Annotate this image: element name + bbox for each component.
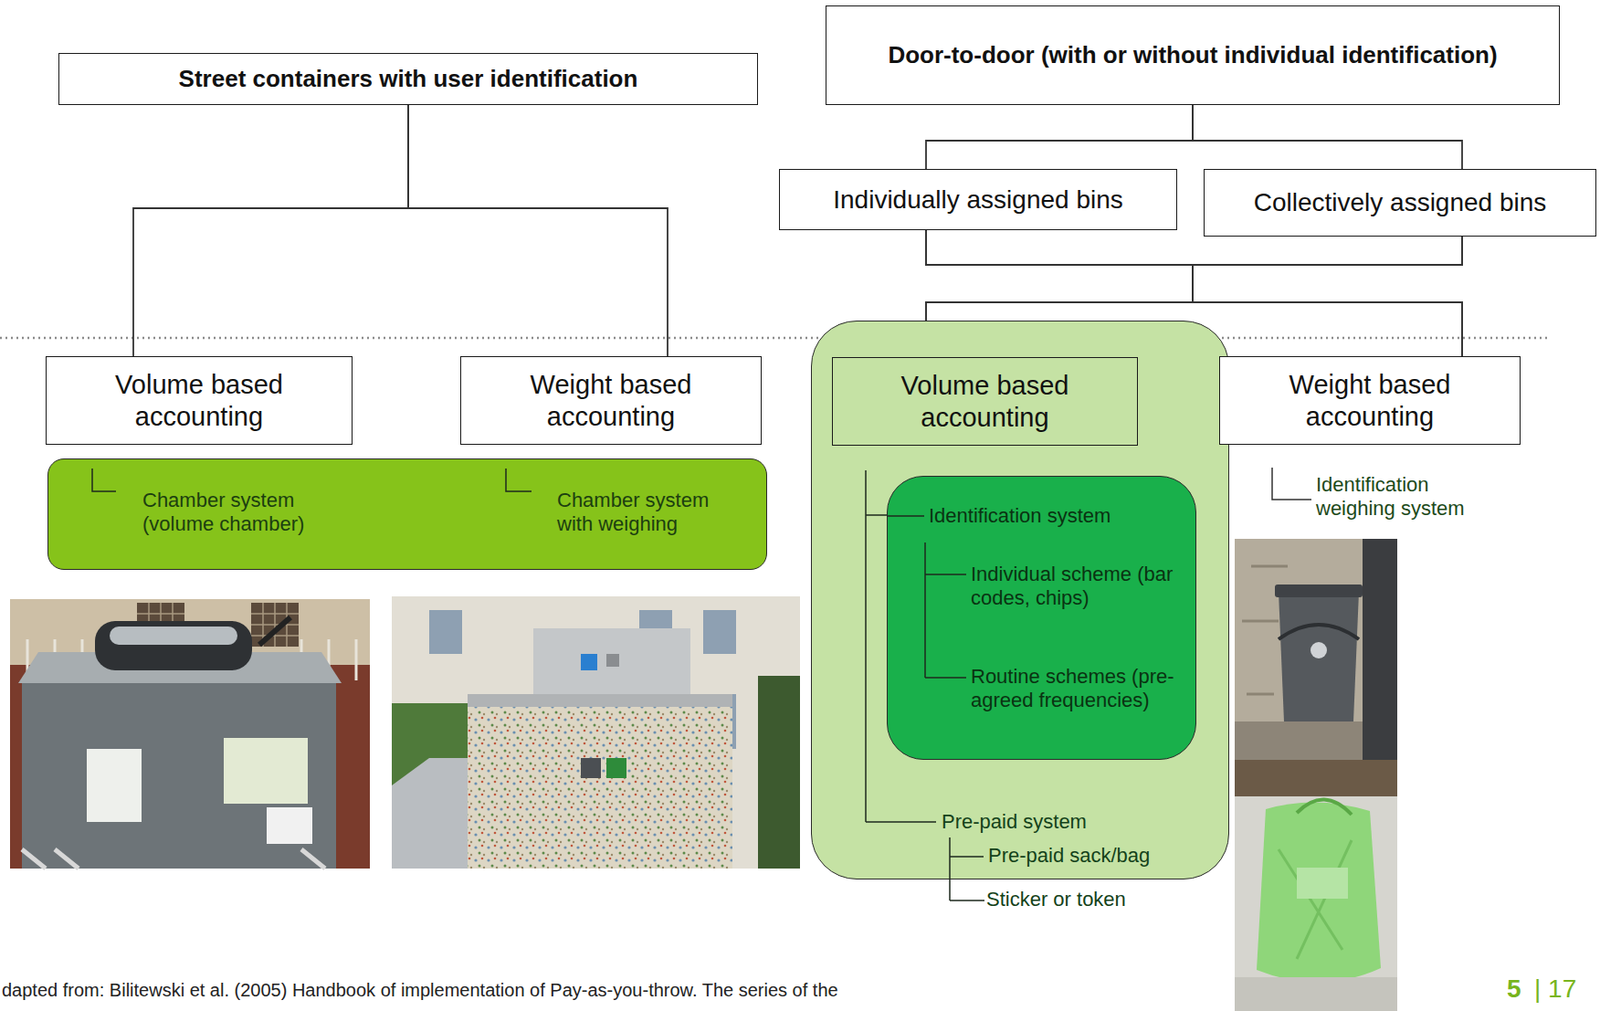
method-text: Identification system [928, 504, 1190, 528]
bag-photo-part [1234, 759, 1398, 797]
street-container-photo-part [21, 683, 337, 869]
bag-photo-part [1234, 977, 1398, 1011]
tree-connector [1192, 236, 1463, 357]
bag-photo-part [1234, 759, 1398, 1011]
street-container-photo-part [109, 626, 238, 645]
tree-connector [133, 105, 409, 357]
street-container-photo-part [259, 617, 291, 645]
accounting-box: Weight based accounting [1219, 356, 1521, 445]
identification-group: Identification systemIndividual scheme (… [886, 475, 1197, 760]
bag-photo-part [1256, 801, 1381, 982]
leader-line [887, 515, 967, 678]
volume-group-region: Pre-paid systemPre-paid sack/bag Volume b… [810, 320, 1230, 880]
weighing-container-photo-part [467, 694, 733, 869]
street-container-photo-part [94, 621, 253, 671]
street-container-photo [10, 599, 370, 869]
leader-line [1272, 467, 1312, 500]
method-text: Pre-paid sack/bag [988, 843, 1190, 868]
box-label: Collectively assigned bins [1253, 187, 1548, 219]
bin-type-box: Individually assigned bins [778, 168, 1178, 231]
tree-connector [408, 105, 668, 357]
box-label: Door-to-door (with or without individual… [887, 41, 1497, 70]
box-label: Individually assigned bins [832, 184, 1124, 216]
bag-photo-part [1278, 840, 1352, 959]
bin-photo-part [1234, 721, 1363, 760]
method-label: Sticker or token [986, 887, 1169, 912]
box-label: Weight based accounting [1231, 368, 1509, 433]
bin-photo-part [1274, 584, 1363, 598]
bag-photo-part [1296, 799, 1352, 815]
category-box: Door-to-door (with or without individual… [825, 5, 1560, 106]
accounting-box: Volume based accounting [45, 356, 353, 445]
tree-connector [926, 105, 1193, 169]
page-total: | 17 [1534, 973, 1577, 1005]
weighing-container-photo-part [757, 675, 800, 869]
bin-photo-part [1278, 591, 1359, 722]
accounting-box: Weight based accounting [460, 356, 762, 445]
bin-photo-part [1362, 538, 1398, 760]
box-label: Volume based accounting [57, 368, 341, 433]
weighing-container-photo-part [606, 653, 620, 667]
weighing-container-photo-part [580, 653, 598, 671]
box-label: Volume based accounting [843, 369, 1127, 434]
method-text: Individual scheme (bar codes, chips) [970, 562, 1177, 611]
street-container-photo-part [10, 599, 370, 869]
page-number: 5 [1506, 973, 1522, 1005]
weighing-container-photo-part [703, 610, 737, 654]
bag-photo [1234, 759, 1398, 1011]
bin-photo-part [1234, 538, 1398, 760]
weighing-container-photo-part [606, 757, 627, 779]
box-label: Weight based accounting [472, 368, 750, 433]
method-text: Pre-paid system [941, 810, 1152, 834]
leader-line [92, 468, 532, 492]
weighing-container-photo-part [580, 757, 601, 779]
street-container-photo-part [86, 748, 142, 822]
bin-photo [1234, 538, 1398, 760]
box-label: Street containers with user identificati… [178, 64, 639, 94]
street-container-photo-part [223, 737, 308, 804]
tree-connector [1192, 105, 1463, 169]
method-text: Routine schemes (pre-agreed frequencies) [970, 664, 1177, 714]
street-container-photo-part [266, 807, 313, 844]
method-label: Identification weighing system [1315, 473, 1513, 522]
weighing-container-photo-part [391, 596, 800, 869]
source-note: dapted from: Bilitewski et al. (2005) Ha… [1, 978, 839, 1001]
separator-dotted-line [0, 336, 1551, 340]
weighing-container-photo-part [429, 610, 463, 654]
street-container-photo-part [21, 849, 326, 869]
accounting-box: Volume based accounting [831, 357, 1138, 446]
weighing-container-photo [391, 596, 800, 869]
category-box: Street containers with user identificati… [58, 52, 758, 106]
bin-type-box: Collectively assigned bins [1203, 168, 1597, 237]
bin-photo-part [1278, 624, 1359, 640]
bag-photo-part [1296, 867, 1348, 899]
method-text: Chamber system with weighing [557, 488, 736, 537]
weighing-container-photo-part [467, 694, 733, 707]
bin-photo-part [1310, 642, 1327, 659]
method-text: Chamber system (volume chamber) [142, 488, 321, 537]
method-band: Chamber system (volume chamber) Chamber s… [47, 458, 768, 570]
